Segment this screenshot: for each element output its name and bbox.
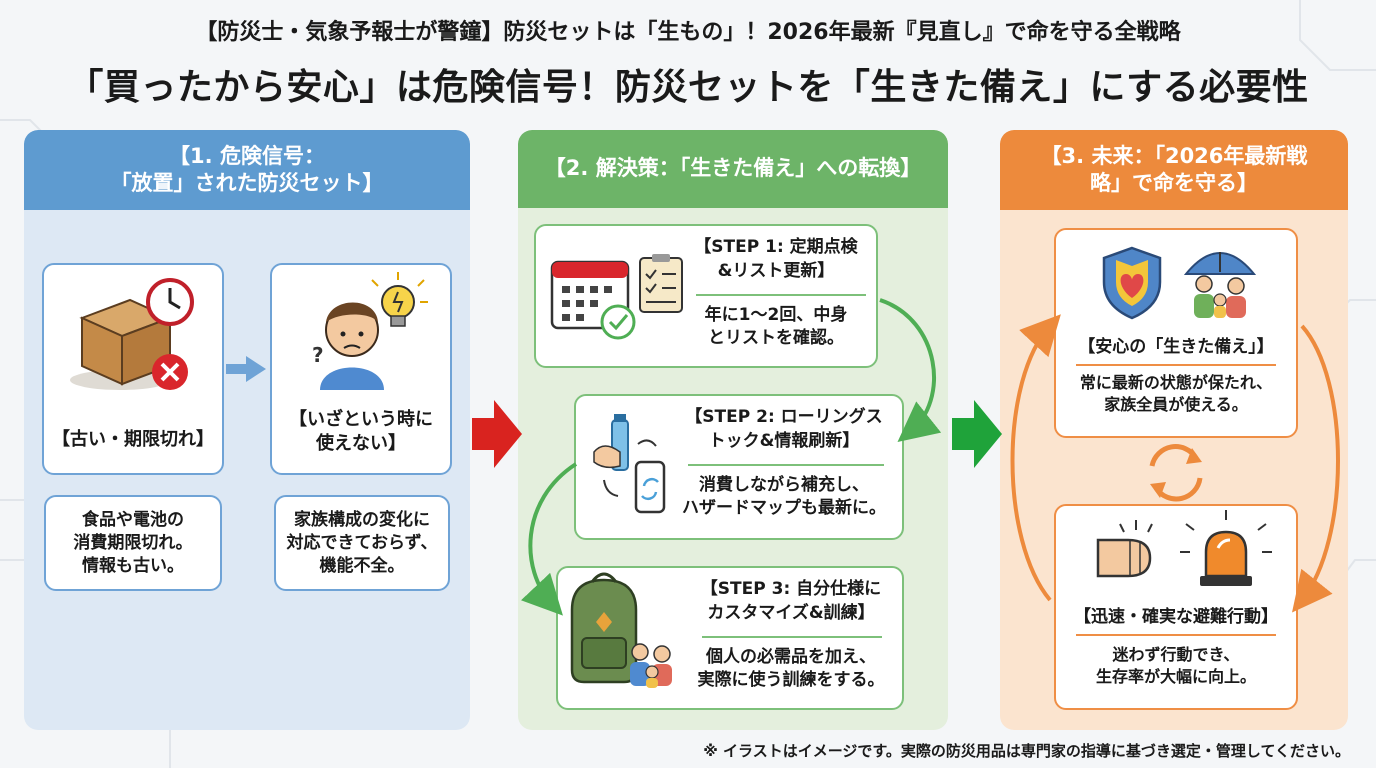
card-expired-label: 【古い・期限切れ】 xyxy=(52,429,214,450)
future-card-evacuate-divider xyxy=(1076,634,1276,636)
note-unusable: 家族構成の変化に 対応できておらず、 機能不全。 xyxy=(274,495,450,591)
step1-card: 【STEP 1: 定期点検 &リスト更新】 年に1〜2回、中身 とリストを確認。 xyxy=(534,224,878,368)
note-expired-text: 食品や電池の 消費期限切れ。 情報も古い。 xyxy=(46,509,220,578)
future-card-evacuate: 【迅速・確実な避難行動】 迷わず行動でき、 生存率が大幅に向上。 xyxy=(1054,504,1298,710)
note-expired-line1: 食品や電池の xyxy=(82,510,184,530)
card-unusable-label-line2: 使えない】 xyxy=(316,433,406,455)
note-unusable-text: 家族構成の変化に 対応できておらず、 機能不全。 xyxy=(276,509,448,578)
card-unusable-label-line1: 【いざという時に xyxy=(289,409,433,430)
step2-desc-line1: 消費しながら補充し、 xyxy=(699,475,869,495)
step3-desc: 個人の必需品を加え、 実際に使う訓練をする。 xyxy=(682,646,900,692)
future-card-secure-desc: 常に最新の状態が保たれ、 家族全員が使える。 xyxy=(1056,372,1296,415)
future-card-evacuate-title: 【迅速・確実な避難行動】 xyxy=(1074,607,1278,627)
panel-future-heading-line1: 【3. 未来：「2026年最新戦 xyxy=(1040,143,1308,168)
step3-title-line1: 【STEP 3: 自分仕様に xyxy=(700,579,882,599)
step3-card: 【STEP 3: 自分仕様に カスタマイズ&訓練】 個人の必需品を加え、 実際に… xyxy=(556,566,904,710)
future-card-secure-title: 【安心の「生きた備え」】 xyxy=(1078,337,1274,357)
card-unusable: 【いざという時に 使えない】 xyxy=(270,263,452,475)
step1-desc-line2: とリストを確認。 xyxy=(708,327,844,348)
panel-future-heading-line2: 略」で命を守る】 xyxy=(1089,171,1258,195)
future-card-evacuate-desc: 迷わず行動でき、 生存率が大幅に向上。 xyxy=(1056,644,1296,687)
card-unusable-label: 【いざという時に 使えない】 xyxy=(272,408,450,457)
future-card-evacuate-desc-line2: 生存率が大幅に向上。 xyxy=(1095,666,1256,686)
step2-title-line1: 【STEP 2: ローリングス xyxy=(685,407,883,427)
step2-title-line2: トック&情報刷新】 xyxy=(708,430,860,451)
panel-danger-heading: 【1. 危険信号： 「放置」された防災セット】 xyxy=(24,130,470,210)
card-expired: 【古い・期限切れ】 xyxy=(42,263,224,475)
panel-solution-heading: 【2. 解決策：「生きた備え」への転換】 xyxy=(518,130,948,208)
step3-desc-line1: 個人の必需品を加え、 xyxy=(706,647,876,667)
step3-divider xyxy=(702,636,882,638)
step1-desc-line1: 年に1〜2回、中身 xyxy=(704,305,848,325)
step1-title-line2: &リスト更新】 xyxy=(717,260,835,281)
step3-title-line2: カスタマイズ&訓練】 xyxy=(707,602,875,623)
step2-desc: 消費しながら補充し、 ハザードマップも最新に。 xyxy=(668,474,900,520)
future-card-secure: 【安心の「生きた備え」】 常に最新の状態が保たれ、 家族全員が使える。 xyxy=(1054,228,1298,438)
step2-desc-line2: ハザードマップも最新に。 xyxy=(682,497,886,518)
panel-danger-signal: 【1. 危険信号： 「放置」された防災セット】 【古い・期限切れ】 【いざという… xyxy=(24,130,470,730)
step1-title: 【STEP 1: 定期点検 &リスト更新】 xyxy=(676,236,876,284)
step2-title: 【STEP 2: ローリングス トック&情報刷新】 xyxy=(668,406,900,454)
note-expired: 食品や電池の 消費期限切れ。 情報も古い。 xyxy=(44,495,222,591)
note-expired-line2: 消費期限切れ。 xyxy=(73,532,193,553)
step2-divider xyxy=(688,464,884,466)
future-card-secure-divider xyxy=(1076,364,1276,366)
step1-desc: 年に1〜2回、中身 とリストを確認。 xyxy=(676,304,876,350)
step3-desc-line2: 実際に使う訓練をする。 xyxy=(697,669,885,690)
page-title: 「買ったから安心」は危険信号！防災セットを「生きた備え」にする必要性 xyxy=(67,67,1309,108)
panel-danger-heading-line2: 「放置」された防災セット】 xyxy=(110,171,384,195)
step2-card: 【STEP 2: ローリングス トック&情報刷新】 消費しながら補充し、 ハザー… xyxy=(574,394,904,540)
panel-future-heading: 【3. 未来：「2026年最新戦 略」で命を守る】 xyxy=(1000,130,1348,210)
future-card-secure-desc-line2: 家族全員が使える。 xyxy=(1104,394,1248,414)
note-unusable-line2: 対応できておらず、 xyxy=(286,532,438,553)
future-card-secure-desc-line1: 常に最新の状態が保たれ、 xyxy=(1079,373,1273,392)
future-card-evacuate-desc-line1: 迷わず行動でき、 xyxy=(1112,645,1240,664)
note-unusable-line3: 機能不全。 xyxy=(319,555,405,576)
step1-divider xyxy=(696,294,866,296)
note-expired-line3: 情報も古い。 xyxy=(82,555,184,576)
panel-future: 【3. 未来：「2026年最新戦 略」で命を守る】 【安心の「生きた備え」】 常… xyxy=(1000,130,1348,730)
subtitle: 【防災士・気象予報士が警鐘】防災セットは「生もの」！2026年最新『見直し』で命… xyxy=(195,20,1181,45)
panel-solution: 【2. 解決策：「生きた備え」への転換】 【STEP 1: 定期点検 &リスト更… xyxy=(518,130,948,730)
panel-danger-heading-line1: 【1. 危険信号： xyxy=(169,143,325,168)
step1-title-line1: 【STEP 1: 定期点検 xyxy=(694,237,858,257)
footer-note: ※ イラストはイメージです。実際の防災用品は専門家の指導に基づき選定・管理してく… xyxy=(703,742,1350,760)
step3-title: 【STEP 3: 自分仕様に カスタマイズ&訓練】 xyxy=(682,578,900,626)
note-unusable-line1: 家族構成の変化に xyxy=(294,510,430,530)
